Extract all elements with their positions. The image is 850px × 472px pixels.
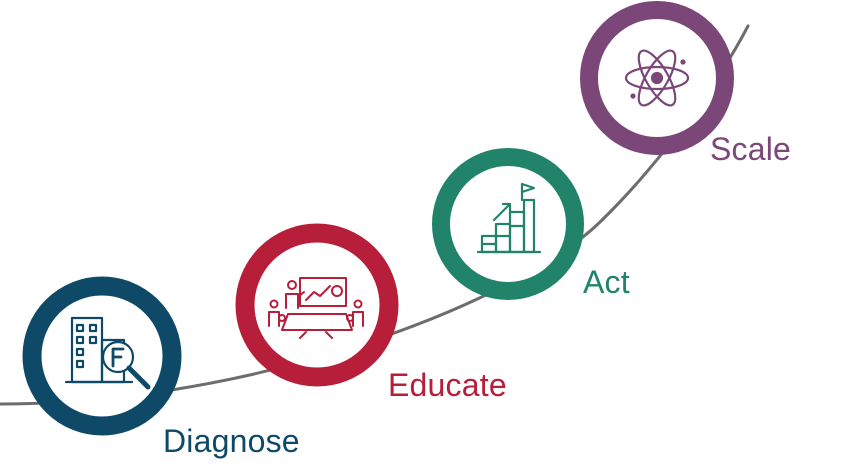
stage-scale bbox=[580, 1, 734, 155]
stage-educate bbox=[235, 223, 399, 387]
stage-label-scale: Scale bbox=[710, 131, 792, 167]
buildings-magnifier-icon bbox=[64, 316, 151, 390]
stage-diagnose bbox=[22, 276, 182, 436]
stairs-flag-icon bbox=[476, 182, 542, 254]
classroom-presentation-icon bbox=[268, 277, 364, 339]
stage-label-educate: Educate bbox=[388, 367, 507, 403]
stage-act bbox=[432, 148, 584, 300]
stage-label-act: Act bbox=[583, 264, 630, 300]
stage-label-diagnose: Diagnose bbox=[163, 423, 300, 459]
atom-icon bbox=[624, 49, 690, 107]
